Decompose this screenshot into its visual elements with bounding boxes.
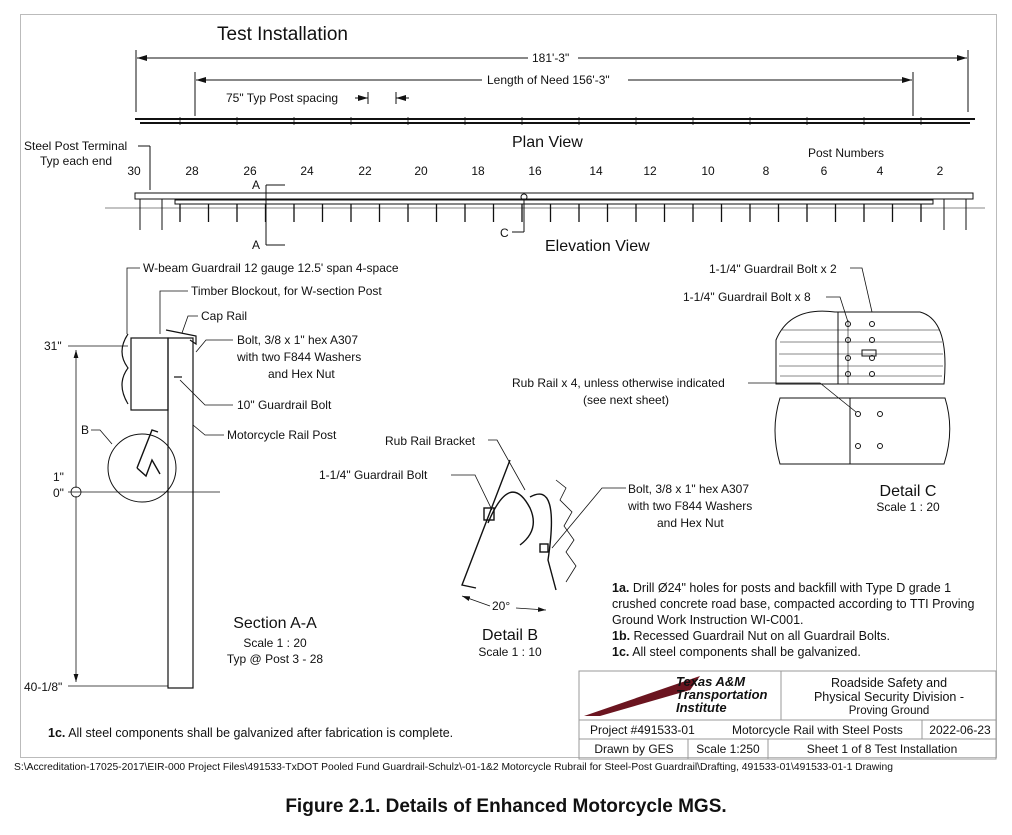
cap-rail-label: Cap Rail	[201, 309, 248, 323]
note-1b: 1b. Recessed Guardrail Nut on all Guardr…	[612, 629, 890, 643]
detail-b-hexbolt-line2: with two F844 Washers	[628, 499, 753, 513]
drawing-sheet	[20, 14, 997, 758]
section-bolt-line2: with two F844 Washers	[237, 350, 362, 364]
typ-each-end-label: Typ each end	[40, 154, 113, 168]
detail-c-bolt-x8: 1-1/4" Guardrail Bolt x 8	[683, 290, 811, 304]
note-1c: 1c. All steel components shall be galvan…	[612, 645, 861, 659]
tti-logo-text: Texas A&M Transportation Institute	[676, 674, 768, 715]
section-marker-top: A	[252, 178, 261, 192]
post-number-label: 4	[876, 164, 884, 178]
post-number-label: 8	[762, 164, 770, 178]
post-number-label: 20	[414, 164, 428, 178]
project-number: Project #491533-01	[590, 723, 695, 737]
section-aa-title: Section A-A	[233, 615, 317, 632]
section-bolt-line3: and Hex Nut	[268, 367, 335, 381]
drawing-date: 2022-06-23	[929, 723, 991, 737]
general-notes: 1a. Drill Ø24" holes for posts and backf…	[612, 580, 992, 660]
section-aa-typ: Typ @ Post 3 - 28	[226, 652, 324, 666]
note-1a: 1a. Drill Ø24" holes for posts and backf…	[612, 581, 975, 627]
drawing-scale: Scale 1:250	[696, 742, 760, 756]
detail-b-title: Detail B	[481, 627, 539, 644]
project-description: Motorcycle Rail with Steel Posts	[732, 723, 903, 737]
post-number-label: 18	[471, 164, 485, 178]
bottom-note: 1c. All steel components shall be galvan…	[48, 726, 454, 740]
post-number-label: 12	[643, 164, 657, 178]
detail-b-angle: 20°	[492, 599, 511, 613]
drawn-by: Drawn by GES	[594, 742, 674, 756]
test-installation-title: Test Installation	[217, 24, 348, 45]
detail-b-hexbolt-line1: Bolt, 3/8 x 1" hex A307	[628, 482, 750, 496]
timber-blockout-label: Timber Blockout, for W-section Post	[191, 284, 382, 298]
post-number-label: 2	[936, 164, 944, 178]
guardrail-bolt-label: 10" Guardrail Bolt	[237, 398, 332, 412]
post-number-label: 26	[243, 164, 257, 178]
detail-b-scale: Scale 1 : 10	[478, 645, 542, 659]
sheet-number: Sheet 1 of 8 Test Installation	[806, 742, 958, 756]
dim-31: 31"	[44, 339, 62, 353]
steel-post-terminal-label: Steel Post Terminal	[24, 139, 128, 153]
detail-c-bolt-x2: 1-1/4" Guardrail Bolt x 2	[709, 262, 837, 276]
division-name: Roadside Safety and Physical Security Di…	[813, 676, 965, 717]
section-aa-scale: Scale 1 : 20	[243, 636, 307, 650]
section-bolt-line1: Bolt, 3/8 x 1" hex A307	[237, 333, 359, 347]
post-number-label: 22	[358, 164, 372, 178]
detail-c-title: Detail C	[879, 483, 937, 500]
wbeam-label: W-beam Guardrail 12 gauge 12.5' span 4-s…	[143, 261, 399, 275]
dim-0: 0"	[53, 486, 64, 500]
post-number-label: 14	[589, 164, 603, 178]
detail-c-scale: Scale 1 : 20	[876, 500, 940, 514]
section-marker-bottom: A	[252, 238, 261, 252]
post-number-label: 6	[820, 164, 828, 178]
elevation-view-title: Elevation View	[545, 238, 650, 255]
tti-logo-mark	[584, 676, 700, 716]
dim-1: 1"	[53, 470, 64, 484]
post-number-label: 30	[127, 164, 141, 178]
post-number-label: 28	[185, 164, 199, 178]
detail-b-marker: B	[81, 423, 90, 437]
plan-view-title: Plan View	[512, 134, 583, 151]
post-numbers-label: Post Numbers	[808, 146, 885, 160]
motorcycle-rail-post-label: Motorcycle Rail Post	[227, 428, 337, 442]
length-of-need-dim: Length of Need 156'-3"	[487, 73, 610, 87]
post-number-label: 10	[701, 164, 715, 178]
post-spacing-dim: 75" Typ Post spacing	[226, 91, 339, 105]
post-number-label: 16	[528, 164, 542, 178]
rub-rail-label-line1: Rub Rail x 4, unless otherwise indicated	[512, 376, 725, 390]
overall-length-dim: 181'-3"	[532, 51, 570, 65]
post-number-label: 24	[300, 164, 314, 178]
figure-caption: Figure 2.1. Details of Enhanced Motorcyc…	[285, 796, 727, 817]
rub-rail-label-line2: (see next sheet)	[583, 393, 670, 407]
file-path: S:\Accreditation-17025-2017\EIR-000 Proj…	[14, 762, 893, 773]
dim-40: 40-1/8"	[24, 680, 63, 694]
detail-c-marker: C	[500, 226, 509, 240]
detail-b-bolt-label: 1-1/4" Guardrail Bolt	[319, 468, 428, 482]
rub-rail-bracket-label: Rub Rail Bracket	[385, 434, 476, 448]
detail-b-hexbolt-line3: and Hex Nut	[657, 516, 724, 530]
